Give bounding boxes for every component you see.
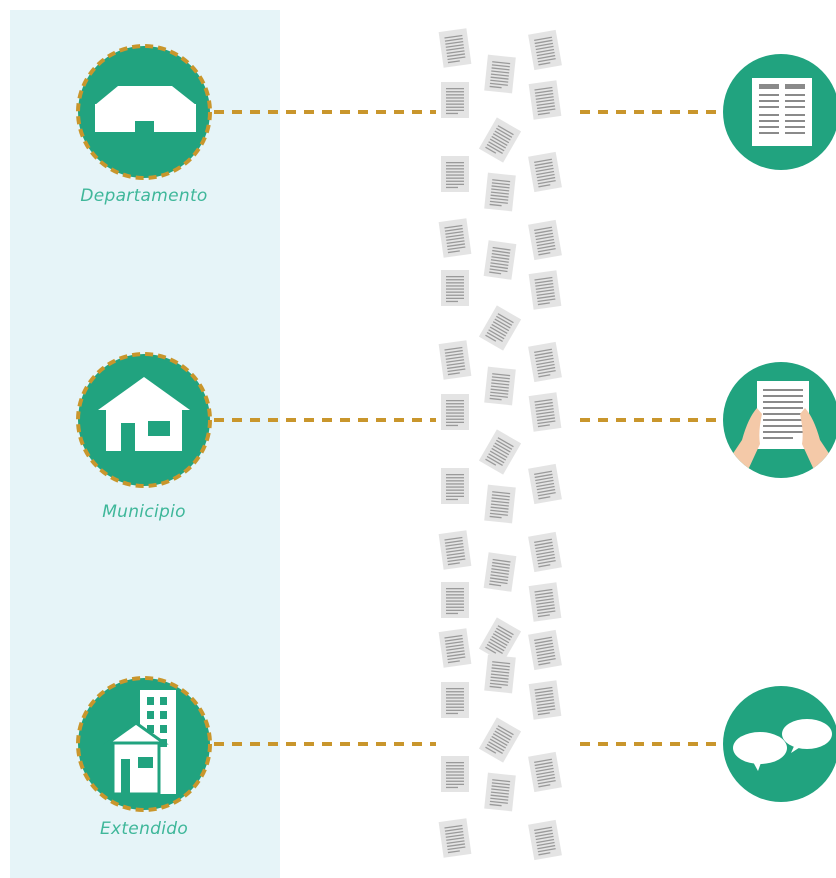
document-page-icon (484, 772, 516, 812)
document-page-icon (483, 552, 517, 592)
scattered-documents (438, 28, 562, 861)
document-page-icon (528, 80, 562, 120)
document-page-icon (528, 151, 562, 193)
hands-holding-document-icon (723, 381, 836, 470)
document-page-icon (528, 680, 562, 720)
document-page-icon (478, 617, 522, 663)
document-page-icon (478, 305, 522, 351)
departamento-node (76, 44, 212, 180)
document-page-icon (528, 29, 562, 71)
document-page-icon (484, 54, 516, 94)
building-with-house-icon (103, 690, 176, 796)
house-gabled-icon (98, 377, 190, 451)
document-page-icon (483, 240, 517, 280)
label-departamento: Departamento (80, 186, 208, 206)
dialogue-target (723, 686, 836, 802)
document-page-icon (528, 463, 562, 505)
document-page-icon (441, 82, 469, 118)
document-page-icon (528, 819, 562, 861)
document-page-icon (441, 582, 469, 618)
document-page-icon (441, 756, 469, 792)
document-page-icon (438, 28, 472, 68)
house-flat-roof-icon (95, 86, 196, 134)
document-page-icon (528, 582, 562, 622)
label-extendido: Extendido (99, 819, 189, 839)
municipio-node (76, 352, 212, 488)
document-page-icon (528, 270, 562, 310)
document-page-icon (484, 366, 516, 406)
document-page-icon (484, 484, 516, 524)
document-page-icon (441, 394, 469, 430)
document-page-icon (478, 117, 522, 163)
newspaper-target (723, 54, 836, 170)
document-page-icon (528, 629, 562, 671)
document-page-icon (438, 818, 472, 858)
document-page-icon (528, 751, 562, 793)
document-page-icon (478, 717, 522, 763)
label-municipio: Municipio (102, 502, 186, 522)
document-page-icon (438, 340, 472, 380)
document-page-icon (441, 270, 469, 306)
document-page-icon (438, 218, 472, 258)
document-page-icon (478, 429, 522, 475)
extendido-node (76, 676, 212, 812)
document-page-icon (438, 530, 472, 570)
document-page-icon (528, 392, 562, 432)
document-page-icon (528, 341, 562, 383)
document-page-icon (484, 654, 516, 694)
speech-bubbles-icon (733, 719, 832, 771)
document-page-icon (528, 531, 562, 573)
document-page-icon (441, 682, 469, 718)
document-page-icon (438, 628, 472, 668)
document-page-icon (441, 468, 469, 504)
document-page-icon (441, 156, 469, 192)
document-page-icon (528, 219, 562, 261)
document-reading-target (723, 362, 836, 478)
document-page-icon (484, 172, 516, 212)
newspaper-icon (752, 78, 812, 146)
